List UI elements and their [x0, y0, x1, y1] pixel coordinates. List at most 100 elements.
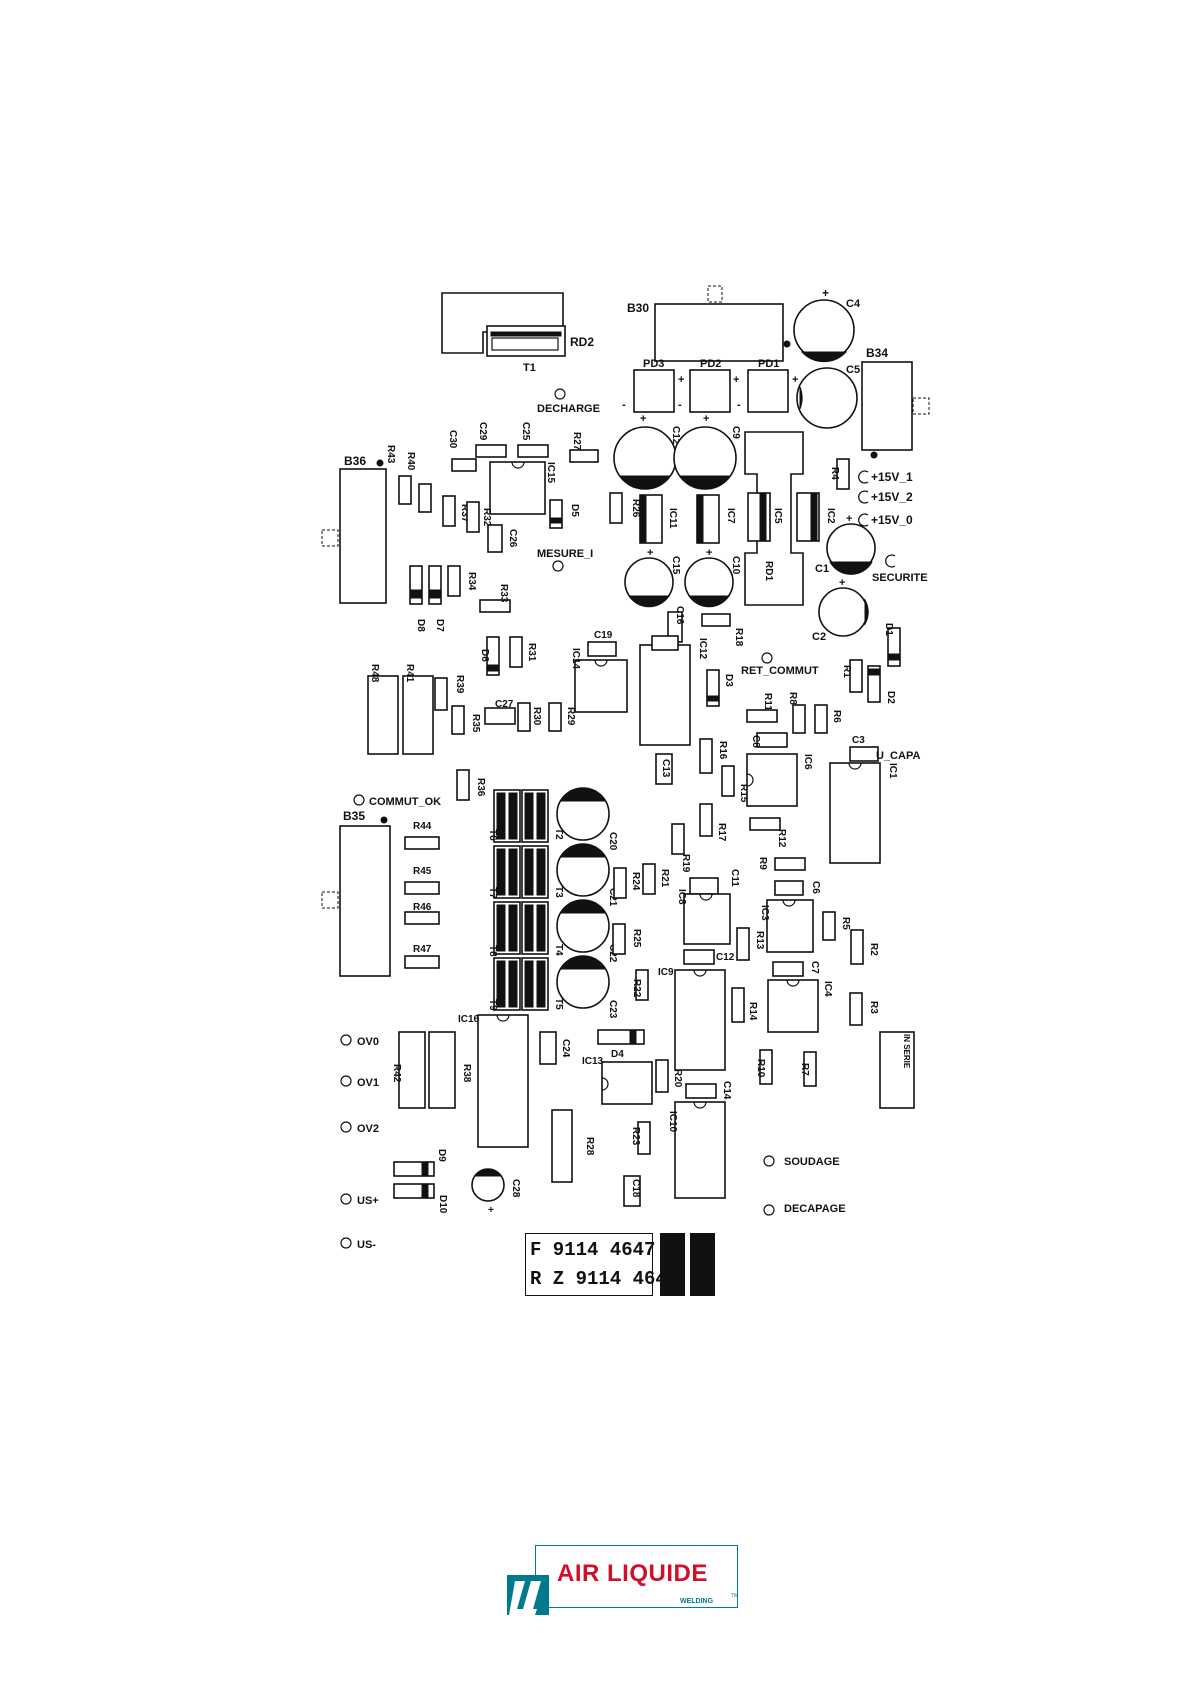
label-ic13: IC13 [582, 1056, 604, 1067]
capacitor-c2 [818, 587, 869, 637]
svg-text:+: + [846, 513, 852, 525]
connector-b34 [861, 361, 913, 451]
label-v15-0: +15V_0 [871, 513, 913, 527]
label-c7: C7 [809, 961, 820, 974]
capacitor-c5 [796, 367, 858, 429]
label-c19: C19 [594, 630, 613, 641]
board-id-line-2: R Z 9114 4647 [530, 1268, 679, 1290]
label-r5: R5 [840, 917, 851, 930]
label-c18: C18 [630, 1179, 641, 1198]
label-r47: R47 [413, 944, 432, 955]
label-t4: T4 [553, 944, 564, 956]
ic10 [674, 1101, 726, 1199]
label-c12b: C12 [716, 952, 735, 963]
capacitor-c28 [471, 1168, 505, 1202]
logo-brand-name: AIR LIQUIDE [557, 1560, 708, 1587]
capacitor-c4 [793, 299, 855, 363]
label-rd1: RD1 [763, 561, 774, 581]
label-r45: R45 [413, 866, 432, 877]
label-t6: T6 [487, 829, 498, 841]
label-decharge: DECHARGE [537, 403, 600, 415]
label-r35: R35 [470, 714, 481, 733]
label-ic10: IC10 [667, 1111, 678, 1133]
label-b35: B35 [343, 809, 365, 823]
logo-trademark: TM [731, 1593, 739, 1599]
air-liquide-logo: AIR LIQUIDE WELDING TM [507, 1545, 739, 1615]
label-d5: D5 [569, 504, 580, 517]
barcode-block-right [690, 1233, 715, 1296]
capacitor-c20 [556, 787, 610, 841]
label-c24: C24 [560, 1039, 571, 1058]
label-ov0: OV0 [357, 1036, 379, 1048]
label-c10: C10 [730, 556, 741, 575]
capacitor-c10 [684, 557, 734, 608]
label-r32: R32 [481, 508, 492, 527]
label-rd2: RD2 [570, 335, 594, 349]
svg-text:+: + [792, 374, 798, 386]
label-d10: D10 [437, 1195, 448, 1214]
label-r20: R20 [672, 1069, 683, 1088]
label-v15-2: +15V_2 [871, 490, 913, 504]
label-r24: R24 [630, 872, 641, 891]
ic14 [574, 659, 628, 713]
label-ic1: IC1 [887, 763, 898, 779]
label-us-plus: US+ [357, 1195, 379, 1207]
label-c14: C14 [721, 1081, 732, 1100]
capacitor-c23 [556, 955, 610, 1009]
label-pd2: PD2 [700, 358, 721, 370]
label-ov2: OV2 [357, 1123, 379, 1135]
label-d3: D3 [723, 674, 734, 687]
label-r17: R17 [716, 823, 727, 842]
connector-b35 [339, 825, 391, 977]
ic12 [639, 644, 691, 746]
label-c29: C29 [477, 422, 488, 441]
label-r29: R29 [565, 707, 576, 726]
label-t3: T3 [553, 886, 564, 898]
ic1 [829, 762, 881, 864]
label-c4: C4 [846, 298, 861, 310]
label-r18: R18 [733, 628, 744, 647]
svg-text:+: + [488, 1205, 494, 1216]
label-r12: R12 [776, 829, 787, 848]
label-d2: D2 [885, 691, 896, 704]
label-ret-commut: RET_COMMUT [741, 665, 819, 677]
label-r30: R30 [531, 707, 542, 726]
label-decapage: DECAPAGE [784, 1203, 846, 1215]
bridge-rd1 [744, 431, 804, 606]
label-ic5: IC5 [772, 508, 783, 524]
svg-text:+: + [640, 413, 646, 425]
label-r22: R22 [631, 979, 642, 998]
label-ov1: OV1 [357, 1077, 379, 1089]
label-r21: R21 [659, 869, 670, 888]
label-ic2: IC2 [825, 508, 836, 524]
label-c20: C20 [607, 832, 618, 851]
ic16 [477, 1014, 529, 1148]
label-t2: T2 [553, 828, 564, 840]
label-r13: R13 [754, 931, 765, 950]
label-c11: C11 [729, 869, 740, 887]
capacitor-c9 [673, 426, 737, 490]
label-r15: R15 [738, 784, 749, 803]
ic4 [767, 979, 819, 1033]
capacitor-c1 [826, 523, 876, 575]
capacitor-c15 [624, 557, 674, 608]
ic9 [674, 969, 726, 1071]
label-c9: C9 [730, 426, 741, 439]
capacitor-c21 [556, 843, 610, 897]
label-ic14: IC14 [570, 648, 581, 670]
label-v15-1: +15V_1 [871, 470, 913, 484]
label-r11: R11 [762, 693, 773, 711]
label-r37: R37 [459, 504, 470, 523]
logo-tagline: WELDING [680, 1598, 714, 1605]
board-id-line-1: F 9114 4647 [530, 1239, 656, 1261]
label-r43: R43 [385, 445, 396, 464]
label-ic8: IC8 [676, 889, 687, 905]
label-c8: C8 [750, 735, 761, 748]
label-commut-ok: COMMUT_OK [369, 796, 441, 808]
label-ic16: IC16 [458, 1014, 480, 1025]
label-r16: R16 [717, 741, 728, 760]
label-t1: T1 [523, 362, 536, 374]
label-mesure-i: MESURE_I [537, 548, 593, 560]
ic15 [489, 461, 546, 515]
